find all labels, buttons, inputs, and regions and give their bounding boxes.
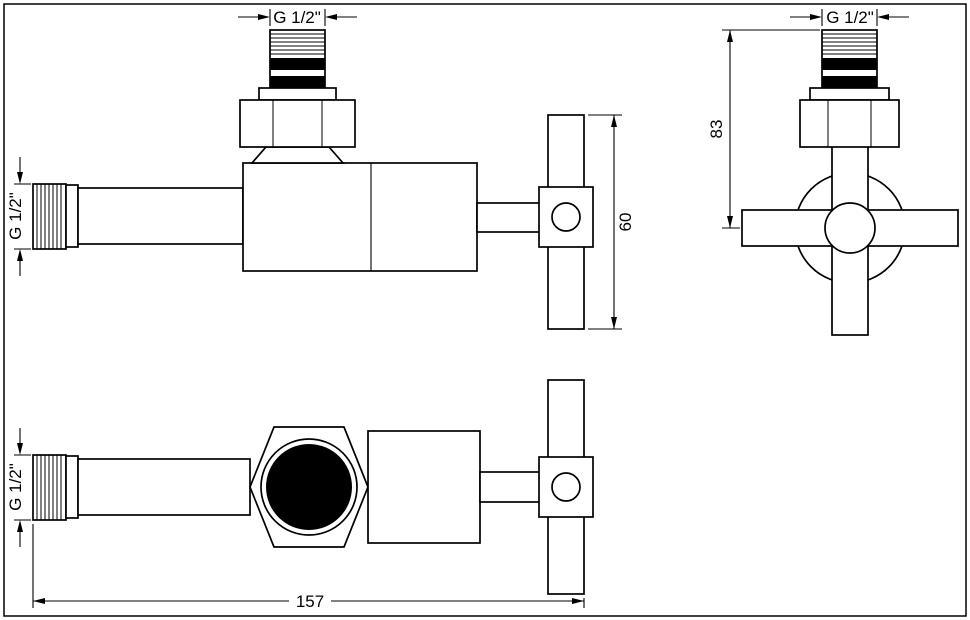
top-inlet-collar: [65, 455, 79, 519]
top-body: [367, 430, 481, 544]
side-inlet-thread-hatch: [36, 184, 62, 249]
dim-top-inlet-thread: G 1/2": [6, 428, 31, 547]
front-top-seal-lower: [822, 76, 877, 88]
side-view: [32, 29, 594, 330]
top-seal-disc: [266, 444, 352, 530]
top-pipe: [77, 458, 251, 516]
side-handle-hub: [538, 186, 594, 248]
top-view: [32, 379, 594, 595]
dim-length-157: 157: [32, 524, 585, 611]
front-stem-collar: [809, 87, 890, 101]
label-dim-60: 60: [616, 213, 635, 232]
side-top-seal-lower: [270, 76, 325, 88]
top-inlet-thread-hatch: [36, 455, 62, 520]
dim-handle-60: 60: [588, 114, 635, 330]
side-hub-screw: [551, 202, 581, 232]
label-front-top-thread: G 1/2": [826, 8, 874, 27]
label-side-inlet-thread: G 1/2": [6, 192, 25, 240]
front-hex-nut: [799, 99, 900, 148]
side-inlet-collar: [65, 184, 79, 248]
dim-side-inlet-thread: G 1/2": [6, 157, 31, 276]
side-dome: [250, 146, 345, 164]
top-hub-screw: [551, 472, 581, 502]
dim-front-top-thread: G 1/2": [790, 8, 909, 27]
side-body: [242, 162, 478, 272]
dim-front-83: 83: [707, 29, 820, 229]
label-dim-157: 157: [296, 592, 324, 611]
label-top-inlet-thread: G 1/2": [6, 463, 25, 511]
front-view: [741, 29, 959, 336]
front-handle-center: [824, 202, 876, 254]
front-top-thread-hatch: [822, 33, 877, 55]
label-side-top-thread: G 1/2": [273, 8, 321, 27]
side-handle-stem: [476, 202, 541, 233]
front-top-seal-upper: [822, 58, 877, 70]
side-stem-collar: [258, 87, 337, 101]
drawing-border: [3, 3, 967, 617]
dim-side-top-thread: G 1/2": [238, 8, 357, 27]
side-pipe: [77, 187, 244, 245]
side-top-thread-hatch: [270, 33, 325, 55]
side-top-seal-upper: [270, 58, 325, 70]
top-handle-stem: [479, 471, 541, 503]
side-hex-nut: [239, 99, 356, 148]
label-dim-83: 83: [707, 120, 726, 139]
